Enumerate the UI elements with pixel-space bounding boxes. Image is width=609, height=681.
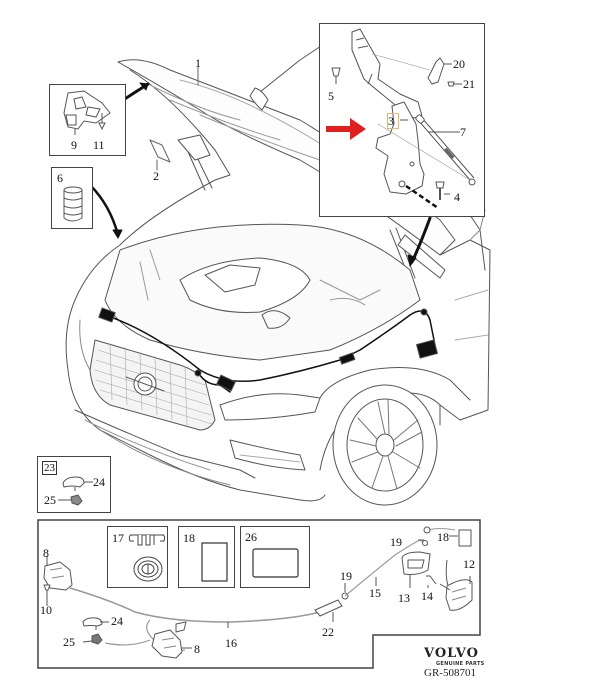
callout-cable-clip-lower: 19 (340, 569, 352, 583)
callout-cable-grommet: 17 (112, 531, 124, 545)
callout-buffer-nut: 25 (63, 635, 75, 649)
sticker-icon (201, 542, 228, 582)
detail-box-buffer-kit: 23 24 25 (37, 456, 111, 513)
callout-handle-screw: 14 (421, 589, 433, 603)
callout-hinge-bolt: 4 (454, 190, 460, 204)
callout-hinge-bracket: 20 (453, 57, 465, 71)
callout-cable-joint: 22 (322, 625, 334, 639)
genuine-parts-label: GENUINE PARTS (436, 661, 485, 667)
callout-lock-screw: 10 (40, 603, 52, 617)
callout-release-handle-housing: 12 (463, 557, 475, 571)
callout-cable-clip-upper: 19 (390, 535, 402, 549)
detail-box-cable-grommet: 17 (107, 526, 168, 588)
buffer-kit-icon (58, 476, 93, 506)
callout-hood-lock-right: 8 (194, 642, 200, 656)
callout-buffer-nut-kit: 25 (44, 493, 56, 507)
callout-label-sticker-2: 18 (437, 530, 449, 544)
callout-release-cable-front: 15 (369, 586, 381, 600)
callout-release-cable-main: 16 (225, 636, 237, 650)
detail-box-rubber-buffer: 6 (51, 167, 93, 229)
volvo-logo: VOLVO (424, 646, 479, 661)
callout-label-sticker: 18 (183, 531, 195, 545)
callout-label-plate: 26 (245, 530, 257, 544)
label-plate-icon (252, 548, 299, 578)
callout-release-handle: 13 (398, 591, 410, 605)
callout-hood-insulator: 2 (153, 169, 159, 183)
callout-bracket-screw: 21 (463, 77, 475, 91)
callout-hood-hinge: 3 (388, 114, 394, 128)
callout-clip: 11 (93, 138, 105, 152)
lock-bracket-icon (63, 90, 111, 135)
hood-hinge-icon (326, 28, 476, 210)
callout-buffer-cap: 24 (111, 614, 123, 628)
callout-kit-label: 23 (42, 461, 57, 475)
callout-buffer-cap-kit: 24 (93, 475, 105, 489)
callout-hood: 1 (195, 56, 201, 70)
detail-box-hood-hinge: 3 4 5 7 20 21 (319, 23, 485, 217)
callout-hood-lock-left: 8 (43, 546, 49, 560)
rubber-buffer-icon (63, 186, 83, 222)
highlight-box (387, 113, 399, 129)
detail-box-lock-bracket: 9 11 (49, 84, 126, 156)
detail-box-label-sticker: 18 (178, 526, 235, 588)
callout-hinge-screw: 5 (328, 89, 334, 103)
callout-gas-strut: 7 (460, 125, 466, 139)
red-arrow-icon (326, 118, 366, 140)
callout-lock-bracket: 9 (71, 138, 77, 152)
diagram-reference: GR-508701 (424, 667, 476, 679)
detail-box-label-plate: 26 (240, 526, 310, 588)
grommet-icon (128, 534, 166, 582)
callout-rubber-buffer: 6 (57, 171, 63, 185)
